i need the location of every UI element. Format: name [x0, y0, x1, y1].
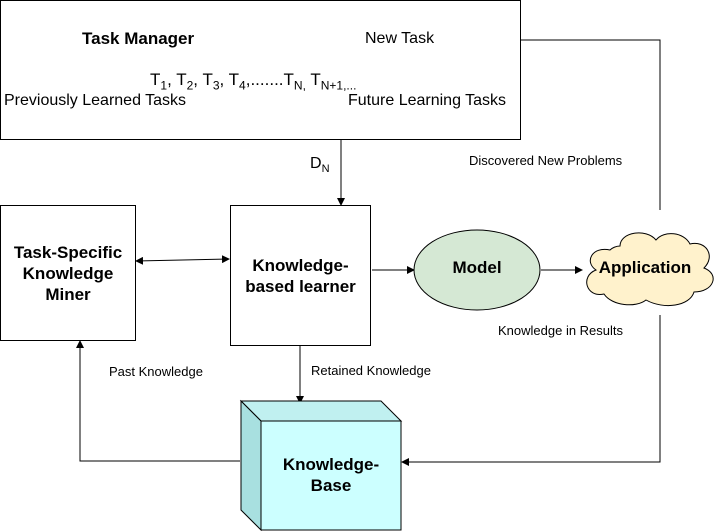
- task-symbol: T: [176, 70, 187, 89]
- task-specific-knowledge-miner-box: Task-Specific Knowledge Miner: [0, 205, 136, 341]
- knowledge-base-label: Knowledge- Base: [261, 454, 401, 496]
- task-separator: ,: [193, 70, 203, 89]
- kb-line-2: Base: [310, 476, 352, 495]
- previously-learned-tasks-label: Previously Learned Tasks: [4, 92, 187, 109]
- edge-application-to-new-task: [452, 36, 661, 210]
- edge-knowledge-base-to-miner: [76, 340, 240, 462]
- dn-label: DN: [310, 155, 330, 175]
- task-sequence: T1, T2, T3, T4,.......TN, TN+1,...: [150, 70, 356, 92]
- task-symbol: T: [150, 70, 161, 89]
- discovered-new-problems-label: Discovered New Problems: [469, 153, 623, 168]
- past-knowledge-label: Past Knowledge: [109, 364, 203, 379]
- task-subscript: 1: [160, 78, 168, 93]
- edge-application-to-knowledge-base: [401, 315, 661, 466]
- task-symbol: T: [228, 70, 240, 89]
- application-label: Application: [598, 258, 692, 277]
- model-label: Model: [452, 258, 502, 277]
- task-manager-box: [0, 0, 521, 140]
- model-ellipse: [413, 229, 541, 311]
- task-symbol: T: [202, 70, 213, 89]
- knowledge-base-cube: [239, 399, 403, 531]
- task-subscript: 4: [239, 78, 246, 93]
- task-symbol: T: [283, 70, 294, 89]
- task-subscript: N+1,...: [320, 78, 357, 93]
- future-learning-tasks-label: Future Learning Tasks: [348, 92, 507, 109]
- task-separator: ,: [167, 70, 177, 89]
- edge-miner-learner-bidirectional: [135, 255, 230, 265]
- miner-line-1: Task-Specific: [13, 242, 123, 262]
- task-separator: ,: [219, 70, 229, 89]
- kb-line-1: Knowledge-: [282, 455, 380, 474]
- retained-knowledge-label: Retained Knowledge: [311, 363, 431, 378]
- application-cloud: [586, 232, 714, 307]
- task-manager-title: Task Manager: [82, 29, 195, 48]
- miner-line-2: Knowledge: [22, 263, 114, 283]
- dn-base: D: [310, 155, 322, 172]
- learner-line-1: Knowledge-: [252, 255, 349, 275]
- learner-line-2: based learner: [245, 276, 356, 296]
- new-task-label: New Task: [365, 30, 435, 47]
- miner-line-3: Miner: [45, 284, 91, 304]
- task-subscript: N,: [293, 78, 306, 93]
- task-symbol: T: [310, 70, 321, 89]
- task-separator: ,.......: [245, 70, 284, 89]
- task-subscript: 3: [212, 78, 220, 93]
- knowledge-based-learner-box: Knowledge- based learner: [230, 205, 371, 346]
- dn-sub: N: [321, 163, 330, 176]
- task-subscript: 2: [186, 78, 194, 93]
- knowledge-in-results-label: Knowledge in Results: [498, 323, 624, 338]
